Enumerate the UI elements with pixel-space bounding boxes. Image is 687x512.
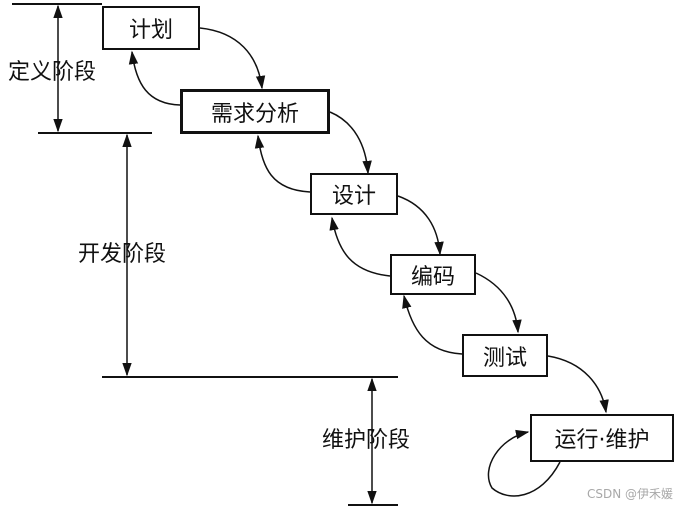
step-box-testing: 测试 bbox=[462, 334, 548, 377]
stage-label-maintenance: 维护阶段 bbox=[322, 428, 411, 453]
feedback-arrow-design-to-requirements bbox=[254, 134, 311, 193]
step-box-plan: 计划 bbox=[102, 6, 200, 50]
forward-arrow-testing-to-operation bbox=[547, 355, 609, 414]
stage-label-development: 开发阶段 bbox=[78, 242, 167, 267]
feedback-loop-operation bbox=[487, 429, 561, 497]
feedback-arrow-coding-to-design bbox=[329, 216, 391, 277]
step-box-design: 设计 bbox=[310, 173, 398, 215]
feedback-arrow-testing-to-coding bbox=[402, 294, 463, 355]
forward-arrow-design-to-coding bbox=[397, 195, 444, 256]
forward-arrow-plan-to-requirements bbox=[199, 27, 266, 90]
step-box-requirements: 需求分析 bbox=[180, 89, 330, 134]
forward-arrow-coding-to-testing bbox=[475, 272, 522, 334]
watermark: CSDN @伊禾媛 bbox=[586, 487, 673, 501]
step-box-operation-maintenance: 运行·维护 bbox=[530, 414, 674, 462]
stage-label-definition: 定义阶段 bbox=[8, 60, 97, 85]
step-box-coding: 编码 bbox=[390, 254, 476, 295]
feedback-arrow-requirements-to-plan bbox=[128, 50, 181, 106]
forward-arrow-requirements-to-design bbox=[329, 111, 372, 175]
